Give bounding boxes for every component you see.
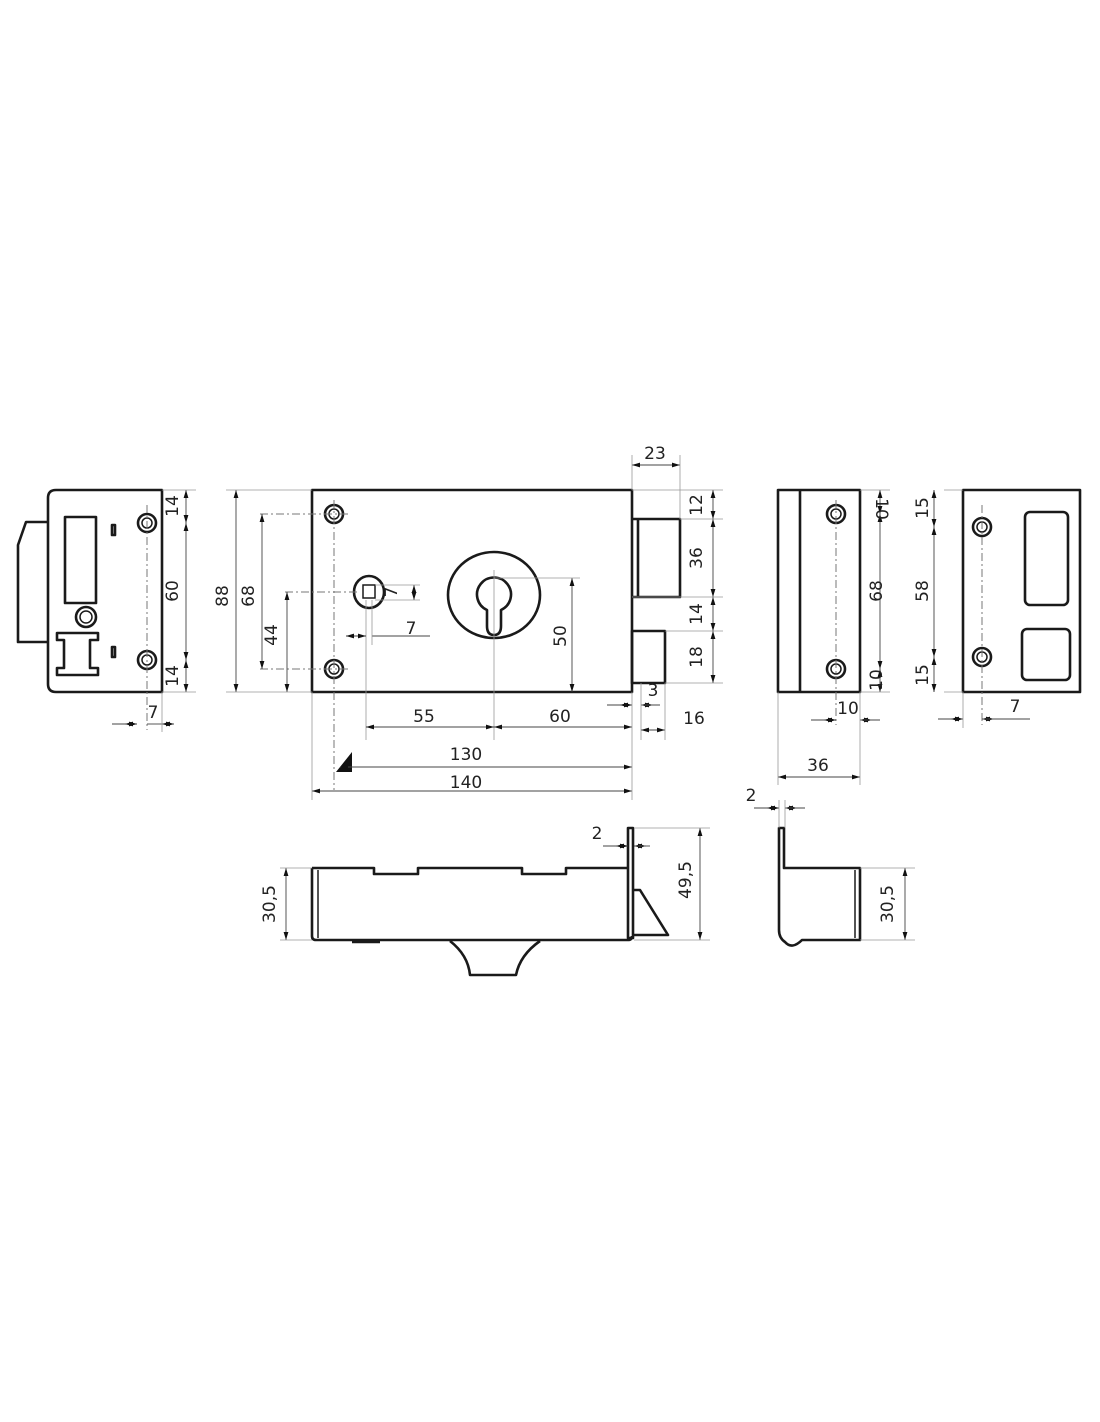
knob-profile (449, 939, 541, 977)
dim-label: 18 (687, 646, 707, 668)
latch-bolt (630, 629, 667, 685)
dim-label: 50 (551, 625, 571, 647)
dim-label: 88 (213, 585, 233, 607)
dim-label: 36 (687, 547, 707, 569)
latch-bracket (55, 631, 100, 677)
keeper-top-view (777, 826, 862, 947)
dim-label: 30,5 (878, 885, 898, 923)
dim-label: 14 (163, 495, 183, 517)
dimension-labels: 14 60 14 7 88 68 44 7 7 50 55 60 130 140… (148, 444, 1021, 923)
dim-label: 68 (867, 580, 887, 602)
latch-opening (1020, 627, 1072, 682)
keeper-plate (961, 488, 1082, 694)
dim-label: 36 (807, 756, 829, 776)
dim-label: 14 (687, 603, 707, 625)
dimension-lines (112, 455, 1030, 941)
dim-label: 23 (644, 444, 666, 464)
dim-label: 140 (450, 773, 482, 793)
spindle-hole-icon (352, 574, 386, 610)
keeper-front-view (961, 488, 1082, 725)
dim-label: 60 (549, 707, 571, 727)
slot-mark (110, 645, 117, 659)
dim-label: 7 (382, 587, 402, 598)
latch-bevel (634, 888, 670, 937)
keeper-body (776, 488, 862, 694)
dim-label: 130 (450, 745, 482, 765)
keeper-side-view (776, 488, 862, 725)
dim-label: 12 (687, 494, 707, 516)
dim-label: 68 (239, 585, 259, 607)
round-hole-icon (74, 605, 98, 629)
dim-label: 10 (837, 699, 859, 719)
dim-label: 10 (867, 669, 887, 691)
deadbolt (632, 517, 682, 599)
dim-label: 2 (592, 824, 603, 844)
lock-case (310, 488, 634, 694)
deadbolt-opening (1023, 510, 1070, 607)
dim-label: 7 (406, 619, 417, 639)
dim-label: 7 (148, 703, 159, 723)
dim-label: 10 (871, 498, 891, 520)
dim-label: 44 (262, 624, 282, 646)
dim-label: 15 (913, 664, 933, 686)
dim-label: 60 (163, 580, 183, 602)
bolt-slot (63, 515, 98, 605)
face-plate (626, 826, 635, 940)
dim-label: 3 (648, 681, 659, 701)
end-view-body (46, 488, 164, 694)
dim-label: 49,5 (676, 861, 696, 899)
dim-label: 58 (913, 580, 933, 602)
dim-label: 55 (413, 707, 435, 727)
dim-label: 16 (683, 709, 705, 729)
slot-mark (110, 523, 117, 537)
end-view-knob (16, 520, 48, 644)
dim-label: 14 (163, 665, 183, 687)
reference-triangle-icon (336, 752, 352, 772)
dim-label: 15 (913, 497, 933, 519)
dim-label: 7 (1010, 697, 1021, 717)
lock-end-view (16, 488, 164, 730)
dim-label: 30,5 (260, 885, 280, 923)
lock-top-view (310, 826, 670, 977)
lock-front-view (260, 488, 682, 790)
dim-label: 2 (746, 786, 757, 806)
